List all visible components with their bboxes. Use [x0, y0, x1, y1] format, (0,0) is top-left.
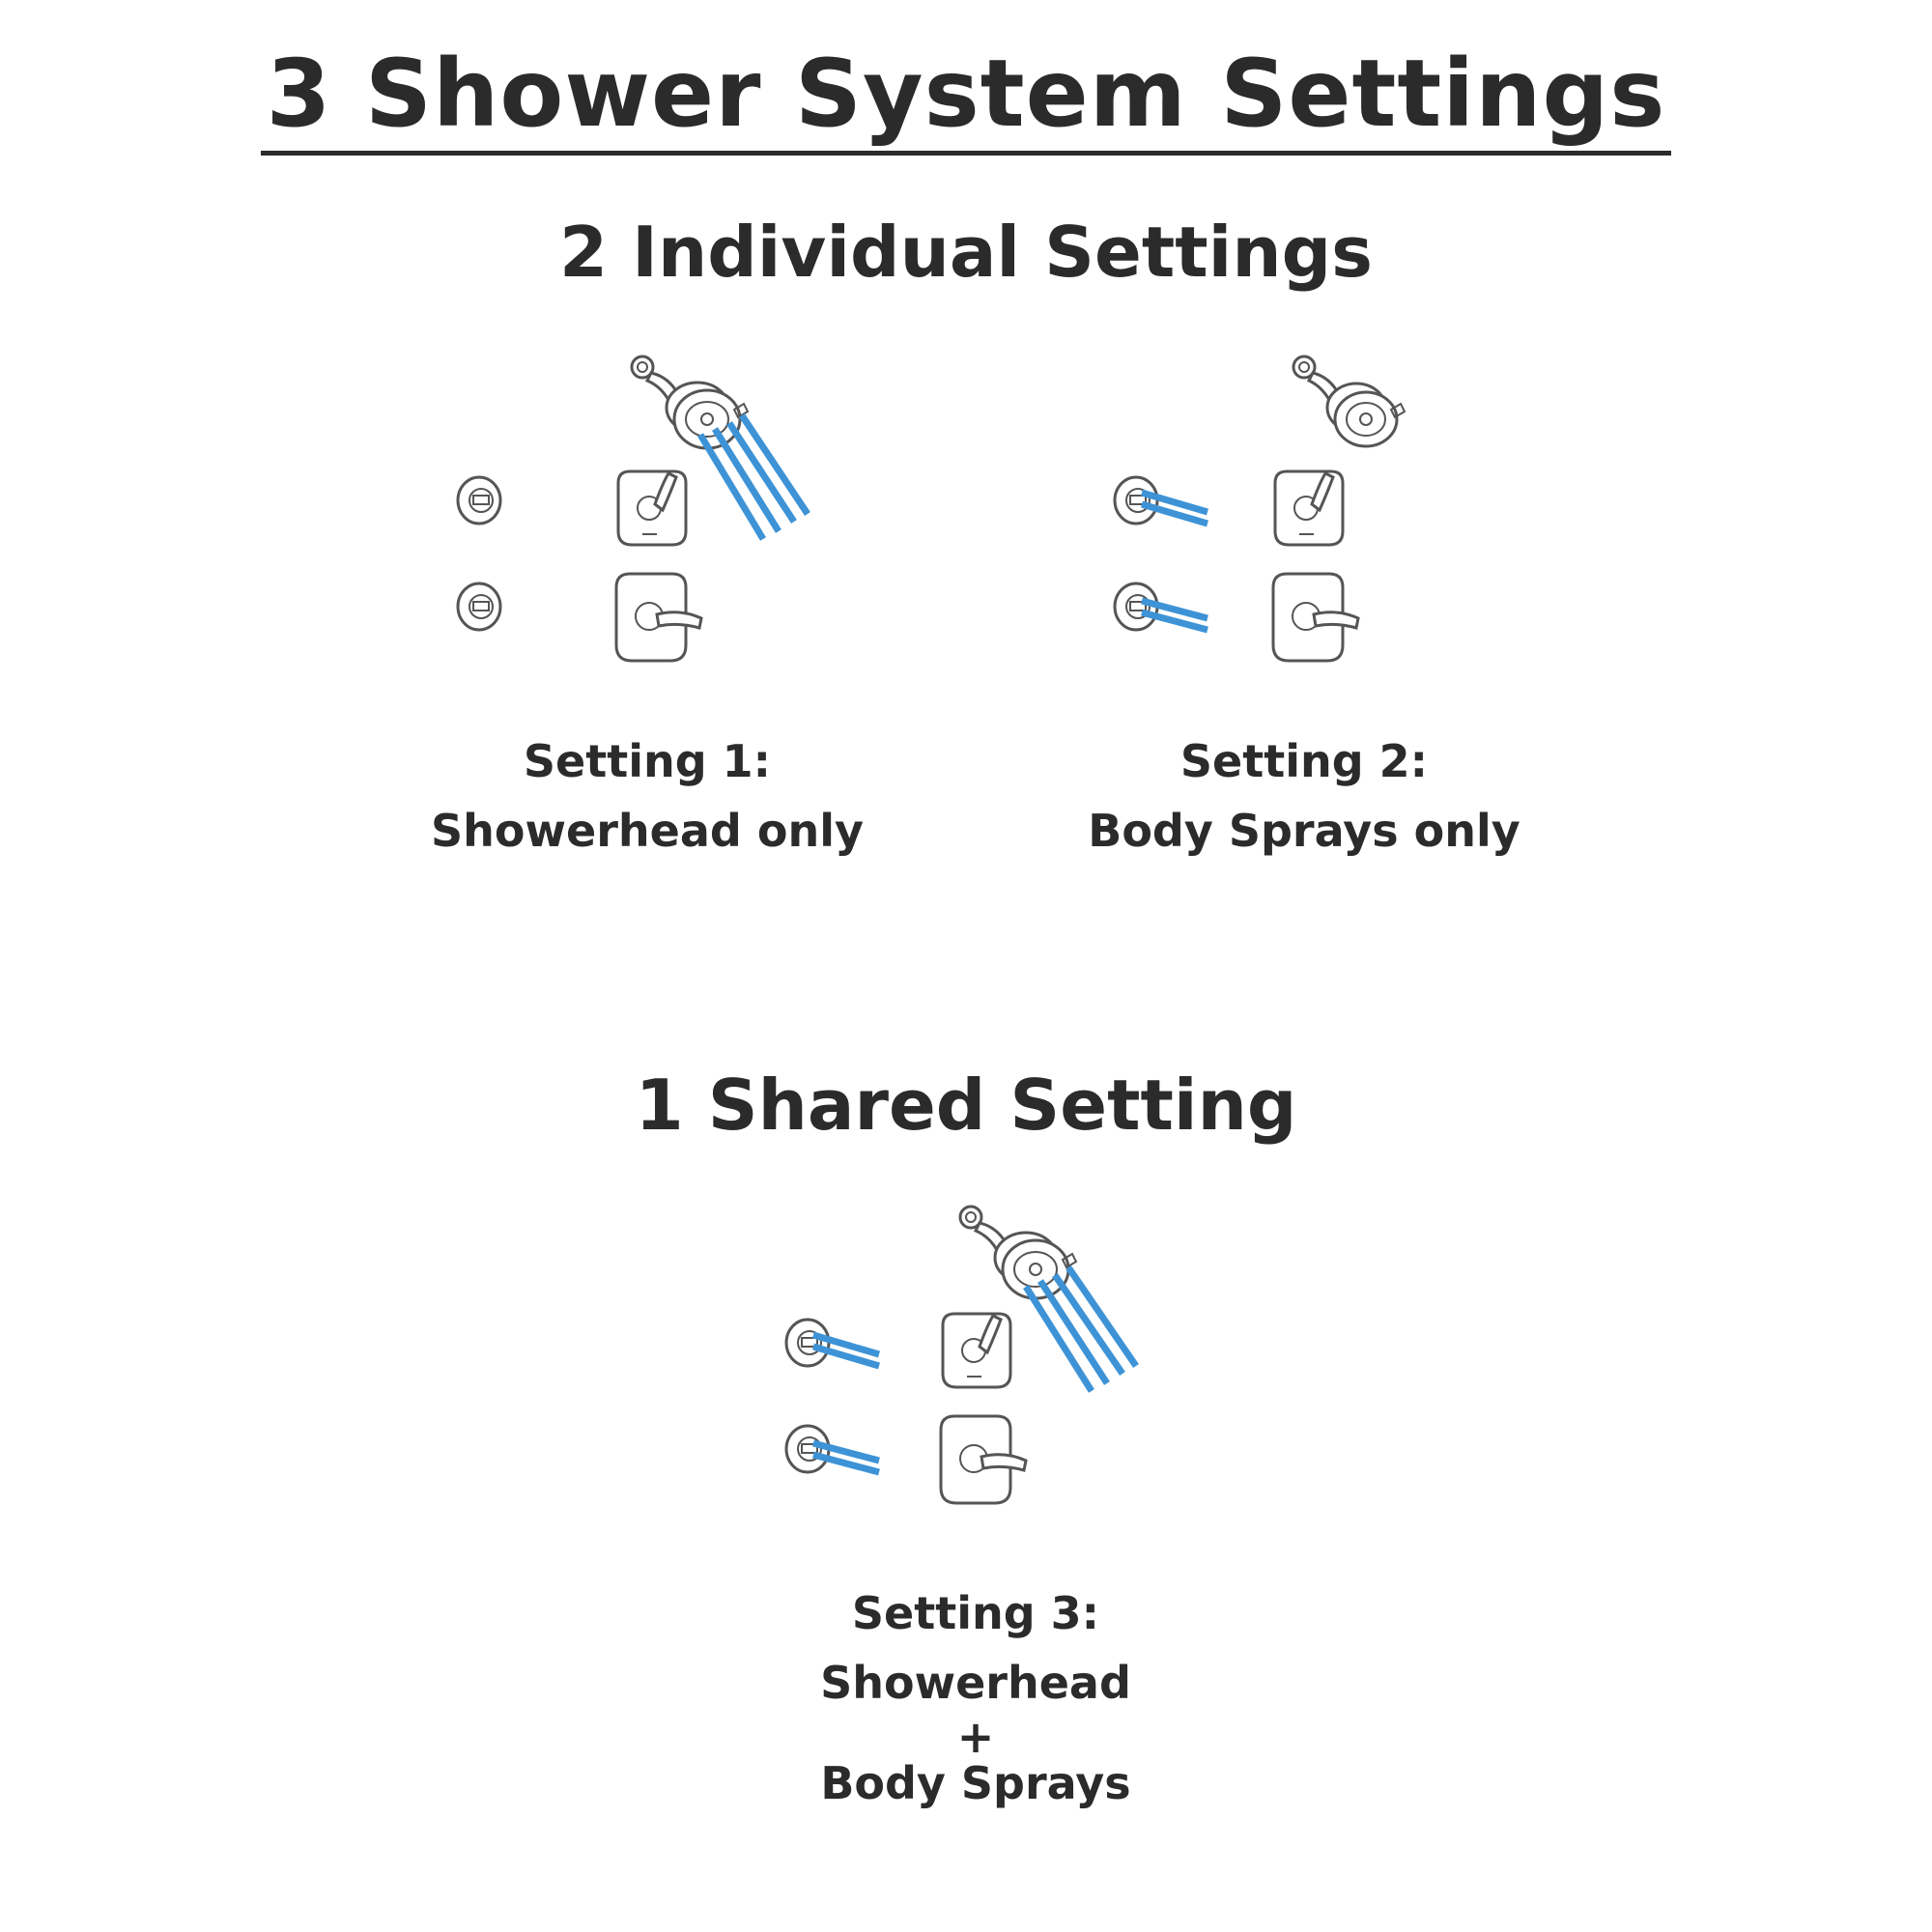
body-spray-icon: [1113, 475, 1159, 526]
body-spray-icon: [1113, 582, 1159, 632]
showerhead-icon: [1292, 355, 1406, 448]
setting-3-line1: Showerhead: [820, 1657, 1131, 1709]
setting-3-illustration: [784, 1205, 1139, 1505]
body-spray-icon: [456, 582, 502, 632]
water-streams: [812, 1439, 880, 1476]
water-streams: [1141, 597, 1208, 634]
valve-trim-icon: [1273, 469, 1345, 547]
setting-1-illustration: [456, 355, 810, 663]
valve-trim-icon: [614, 572, 703, 663]
setting-2-description: Body Sprays only: [1088, 805, 1520, 857]
body-spray-icon: [456, 475, 502, 526]
plus-sign: +: [956, 1711, 995, 1763]
setting-1-description: Showerhead only: [431, 805, 864, 857]
water-streams: [697, 413, 810, 541]
valve-trim-icon: [1271, 572, 1360, 663]
page-title: 3 Shower System Settings: [0, 41, 1932, 156]
setting-3-label: Setting 3:: [851, 1587, 1100, 1639]
shared-setting-heading: 1 Shared Setting: [635, 1065, 1297, 1146]
showerhead-icon: [630, 355, 750, 450]
setting-2-label: Setting 2:: [1179, 735, 1429, 787]
setting-2-illustration: [1113, 355, 1406, 663]
page-title-text: 3 Shower System Settings: [260, 41, 1672, 156]
setting-3-caption: Setting 3: Showerhead + Body Sprays: [734, 1578, 1217, 1810]
valve-trim-icon: [616, 469, 688, 547]
individual-settings-heading: 2 Individual Settings: [558, 212, 1374, 293]
valve-trim-icon: [939, 1414, 1028, 1505]
water-streams: [1023, 1265, 1139, 1393]
water-streams: [812, 1331, 880, 1370]
body-spray-icon: [784, 1318, 831, 1368]
setting-2-caption: Setting 2: Body Sprays only: [1063, 726, 1546, 866]
water-streams: [1141, 489, 1208, 527]
setting-3-line2: Body Sprays: [820, 1757, 1131, 1809]
showerhead-icon: [958, 1205, 1078, 1300]
setting-1-caption: Setting 1: Showerhead only: [406, 726, 889, 866]
setting-1-label: Setting 1:: [523, 735, 772, 787]
valve-trim-icon: [941, 1312, 1012, 1389]
